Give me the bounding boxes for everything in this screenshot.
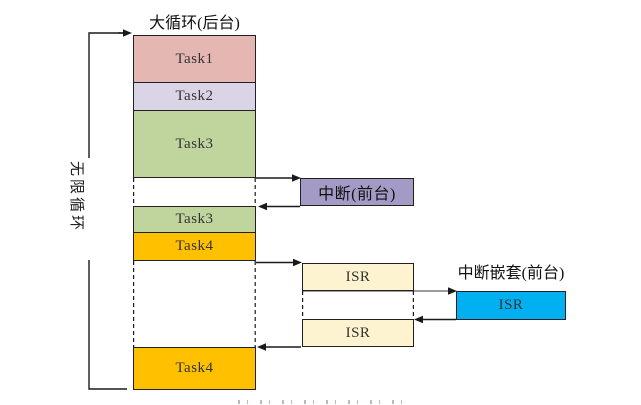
isr-first-label: ISR <box>345 268 371 285</box>
task-block-task3-first: Task3 <box>133 110 256 178</box>
arrow-nested-return <box>414 315 456 324</box>
cut-off-caption-fragment <box>238 400 408 404</box>
arrow-isr-to-nested <box>302 287 457 295</box>
diagram-title: 大循环(后台) <box>149 15 240 32</box>
arrow-task4-to-isr <box>256 258 302 267</box>
task3-first-label: Task3 <box>175 135 214 152</box>
dashed-gap-borders <box>133 178 414 347</box>
interrupt-label: 中断(前台) <box>318 186 396 203</box>
nested-isr-label: ISR <box>498 297 524 313</box>
arrow-task3-to-interrupt <box>256 174 301 182</box>
task3-resumed-label: Task3 <box>175 211 214 227</box>
task2-label: Task2 <box>175 88 214 104</box>
isr-second-label: ISR <box>345 324 371 341</box>
isr-block-second: ISR <box>302 319 414 347</box>
arrow-interrupt-return <box>258 202 300 211</box>
interrupt-foreground-block: 中断(前台) <box>300 178 414 206</box>
task1-label: Task1 <box>175 50 214 67</box>
task4-resumed-label: Task4 <box>175 360 214 376</box>
task-block-task2: Task2 <box>133 82 256 111</box>
task-block-task1: Task1 <box>133 35 256 83</box>
task-block-task3-resumed: Task3 <box>133 206 256 233</box>
nested-interrupt-title: 中断嵌套(前台) <box>457 265 565 282</box>
arrow-loop-into-column <box>123 29 132 37</box>
infinite-loop-label: 无限循环 <box>68 161 84 234</box>
task-block-task4-first: Task4 <box>133 232 256 261</box>
nested-isr-block: ISR <box>456 291 566 320</box>
isr-block-first: ISR <box>302 263 414 291</box>
infinite-loop-bracket <box>88 32 127 390</box>
task-block-task4-resumed: Task4 <box>133 347 256 390</box>
task4-first-label: Task4 <box>175 238 214 254</box>
arrow-isr2-return <box>257 343 301 351</box>
